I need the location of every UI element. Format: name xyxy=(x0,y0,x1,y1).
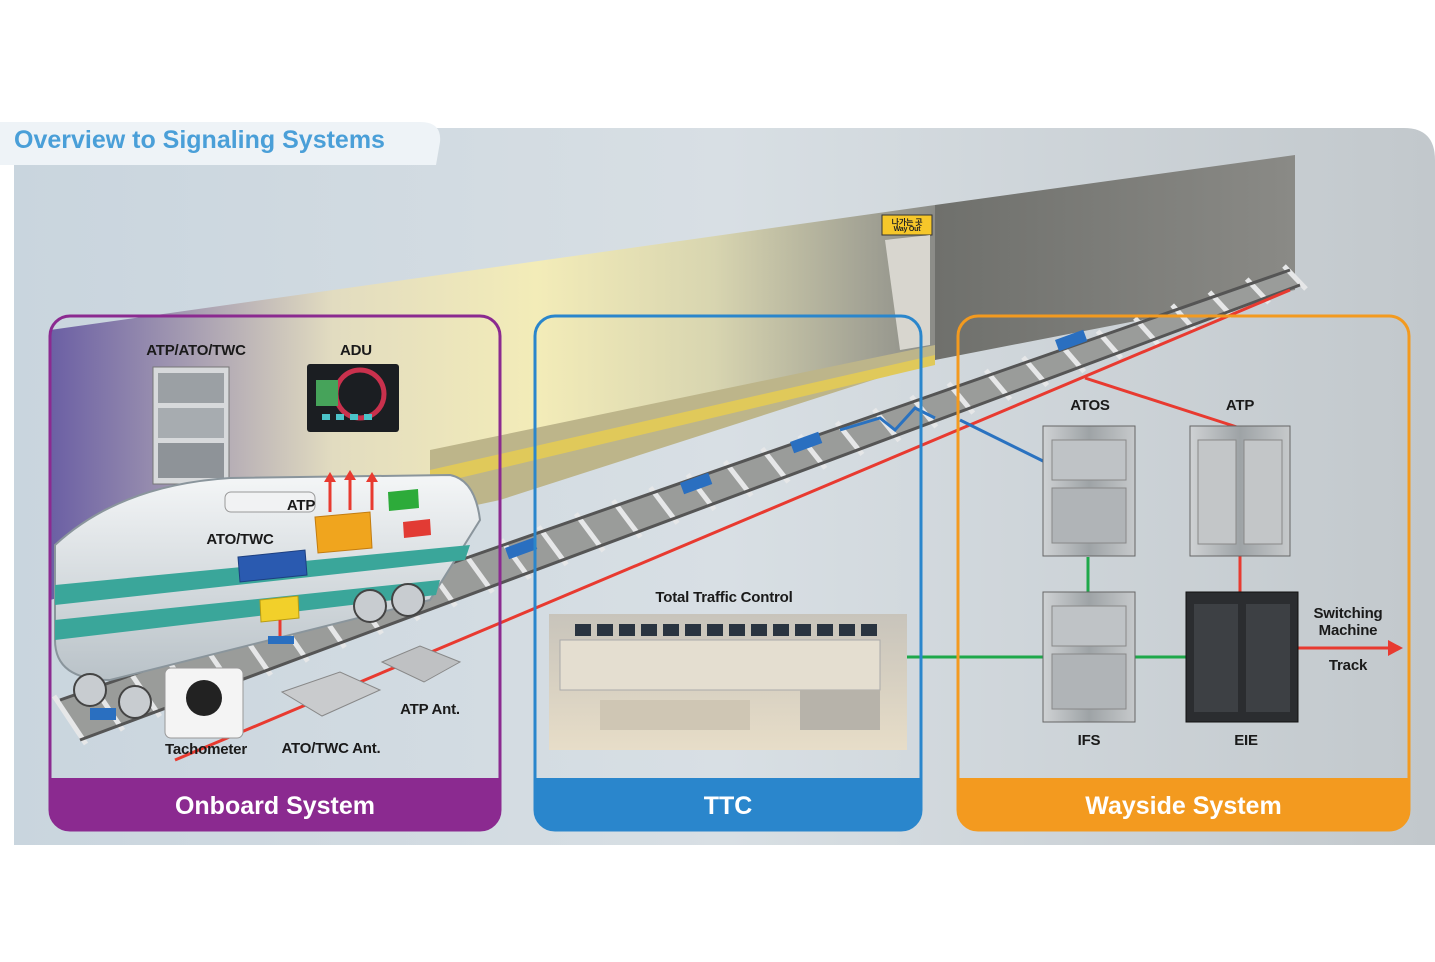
label-track: Track xyxy=(1328,657,1368,674)
control-room-monitor xyxy=(817,624,833,636)
signal-link-blue xyxy=(959,418,1046,464)
rail-tie xyxy=(499,538,532,581)
ttc-panel-footer xyxy=(535,778,921,830)
station-stairs xyxy=(885,235,930,350)
ato-twc-antenna xyxy=(280,671,382,717)
ttc-control-room xyxy=(549,614,907,750)
rail-tie xyxy=(573,512,606,553)
track-balises xyxy=(90,329,1088,720)
control-room-monitor xyxy=(685,624,701,636)
wayside-panel-footer xyxy=(958,778,1409,830)
label-ifs: IFS xyxy=(1077,732,1101,749)
rail-tie xyxy=(51,694,89,746)
control-room-monitor xyxy=(641,624,657,636)
label-total-traffic-control: Total Traffic Control xyxy=(655,589,793,606)
rail-right xyxy=(79,283,1301,742)
diagram-title: Overview to Signaling Systems xyxy=(14,126,385,154)
label-wayside-atp: ATP xyxy=(1225,397,1255,414)
control-room-monitor xyxy=(795,624,811,636)
control-room-monitor xyxy=(729,624,745,636)
wayside-rack-atos xyxy=(1042,425,1136,557)
control-room-monitor xyxy=(597,624,613,636)
label-adu: ADU xyxy=(340,342,372,359)
platform-edge xyxy=(430,355,935,485)
label-eie: EIE xyxy=(1234,732,1258,749)
atp-antenna xyxy=(380,645,462,683)
wayside-panel-title: Wayside System xyxy=(1085,792,1282,820)
onboard-rack xyxy=(152,366,230,485)
onboard-panel-title: Onboard System xyxy=(174,792,376,820)
track-arrow-head xyxy=(1388,640,1403,656)
way-out-sign-korean: 나가는 곳 xyxy=(891,218,923,227)
tachometer-device xyxy=(164,667,244,739)
label-ato-twc-ant: ATO/TWC Ant. xyxy=(281,740,381,757)
label-atp-ato-twc: ATP/ATO/TWC xyxy=(146,342,246,359)
control-room-monitor xyxy=(707,624,723,636)
label-switching-machine: Switching Machine xyxy=(1313,605,1383,639)
wayside-rack-eie xyxy=(1185,591,1299,723)
onboard-panel-footer xyxy=(50,778,500,830)
control-room-monitor xyxy=(751,624,767,636)
label-atos: ATOS xyxy=(1070,397,1110,414)
control-room-monitor xyxy=(619,624,635,636)
ttc-panel-title: TTC xyxy=(703,792,753,820)
way-out-sign xyxy=(881,214,933,236)
title-tab xyxy=(0,122,441,165)
rail-tie xyxy=(536,525,569,567)
onboard-modules xyxy=(237,470,431,644)
control-room-monitor xyxy=(773,624,789,636)
control-room-monitor xyxy=(575,624,591,636)
wayside-rack-ifs xyxy=(1042,591,1136,723)
wayside-rack-atp xyxy=(1189,425,1291,557)
control-room-monitor xyxy=(663,624,679,636)
adu-display xyxy=(307,364,399,432)
way-out-sign-english: Way Out xyxy=(893,226,921,233)
tunnel-back-wall xyxy=(935,155,1295,360)
label-atp-ant: ATP Ant. xyxy=(400,701,460,718)
train-wheels xyxy=(73,583,425,719)
label-onboard-atp: ATP xyxy=(286,497,316,514)
signal-link-red-wayside xyxy=(1084,376,1241,430)
label-ato-twc: ATO/TWC xyxy=(206,531,274,548)
rail-tie xyxy=(461,551,495,594)
control-room-monitor xyxy=(839,624,855,636)
label-tachometer: Tachometer xyxy=(165,741,247,758)
control-room-monitor xyxy=(861,624,877,636)
